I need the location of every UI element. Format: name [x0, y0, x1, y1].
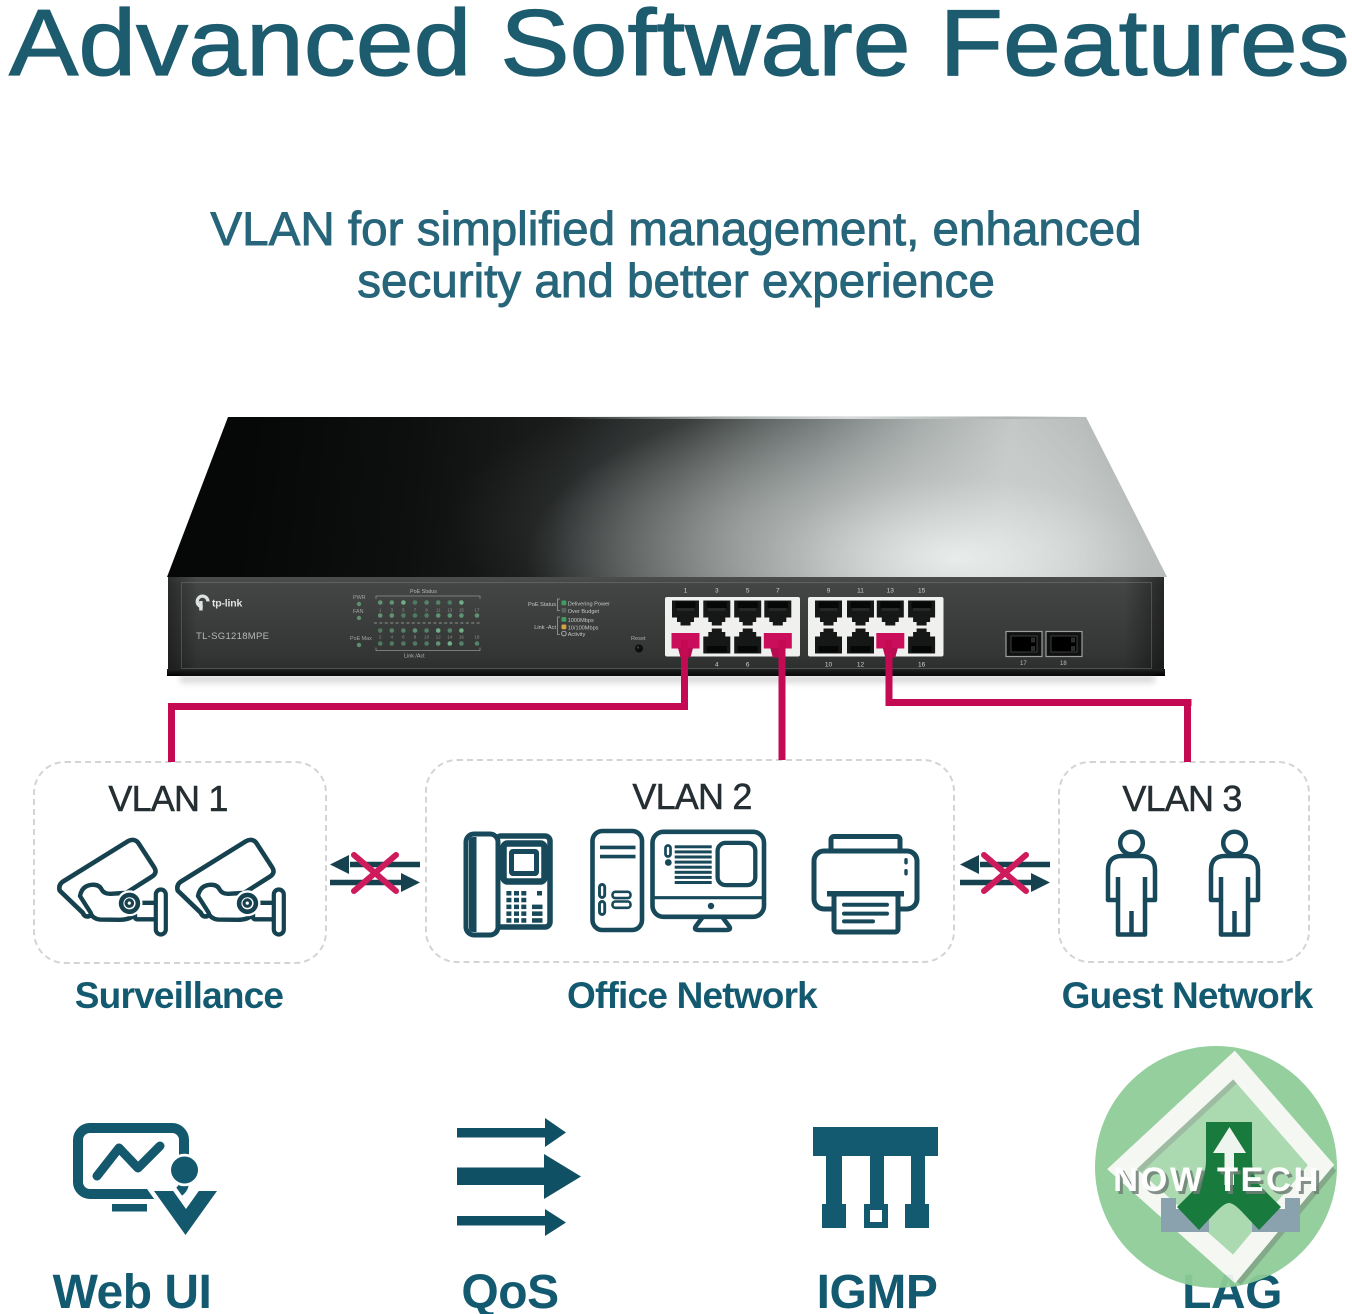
- svg-text:9: 9: [425, 608, 428, 613]
- svg-text:5: 5: [746, 588, 750, 595]
- svg-text:Link /Act: Link /Act: [404, 654, 425, 660]
- svg-text:11: 11: [436, 608, 441, 613]
- svg-text:5: 5: [402, 608, 405, 613]
- svg-text:12: 12: [857, 662, 865, 669]
- svg-text:10: 10: [424, 635, 429, 640]
- svg-text:18: 18: [1060, 661, 1067, 667]
- svg-text:10/100Mbps: 10/100Mbps: [568, 626, 599, 632]
- svg-text:7: 7: [414, 608, 417, 613]
- svg-text:FAN: FAN: [353, 609, 364, 615]
- svg-text:Delivering Power: Delivering Power: [568, 602, 610, 608]
- svg-text:18: 18: [475, 635, 480, 640]
- svg-text:16: 16: [459, 635, 464, 640]
- svg-text:8: 8: [414, 635, 417, 640]
- svg-text:PoE Max: PoE Max: [350, 636, 372, 642]
- svg-text:6: 6: [746, 662, 750, 669]
- svg-text:11: 11: [857, 588, 864, 595]
- svg-text:13: 13: [447, 608, 452, 613]
- svg-text:7: 7: [776, 588, 780, 595]
- svg-text:PWR: PWR: [353, 595, 366, 601]
- svg-text:Activity: Activity: [568, 632, 586, 638]
- svg-text:PoE Status: PoE Status: [528, 602, 556, 608]
- svg-text:17: 17: [1020, 661, 1027, 667]
- svg-text:3: 3: [715, 588, 719, 595]
- svg-text:4: 4: [391, 635, 394, 640]
- svg-text:1: 1: [379, 608, 382, 613]
- svg-text:4: 4: [715, 662, 719, 669]
- svg-text:Over Budget: Over Budget: [568, 609, 600, 615]
- svg-text:15: 15: [918, 588, 926, 595]
- svg-text:Link -Act: Link -Act: [534, 625, 556, 631]
- svg-text:1000Mbps: 1000Mbps: [568, 618, 594, 624]
- svg-text:14: 14: [447, 635, 452, 640]
- svg-text:3: 3: [391, 608, 394, 613]
- svg-text:15: 15: [459, 608, 464, 613]
- svg-text:NOW TECH: NOW TECH: [1116, 1164, 1324, 1202]
- svg-text:Reset: Reset: [631, 636, 646, 642]
- svg-text:9: 9: [827, 588, 831, 595]
- svg-text:1: 1: [684, 588, 688, 595]
- svg-text:16: 16: [918, 662, 926, 669]
- svg-text:17: 17: [475, 608, 480, 613]
- svg-text:NOW TECH: NOW TECH: [1113, 1161, 1321, 1199]
- svg-text:6: 6: [402, 635, 405, 640]
- svg-text:10: 10: [825, 662, 833, 669]
- svg-text:PoE Status: PoE Status: [410, 589, 437, 595]
- svg-text:tp-link: tp-link: [212, 598, 242, 610]
- svg-text:2: 2: [379, 635, 382, 640]
- svg-text:12: 12: [436, 635, 441, 640]
- svg-text:13: 13: [887, 588, 895, 595]
